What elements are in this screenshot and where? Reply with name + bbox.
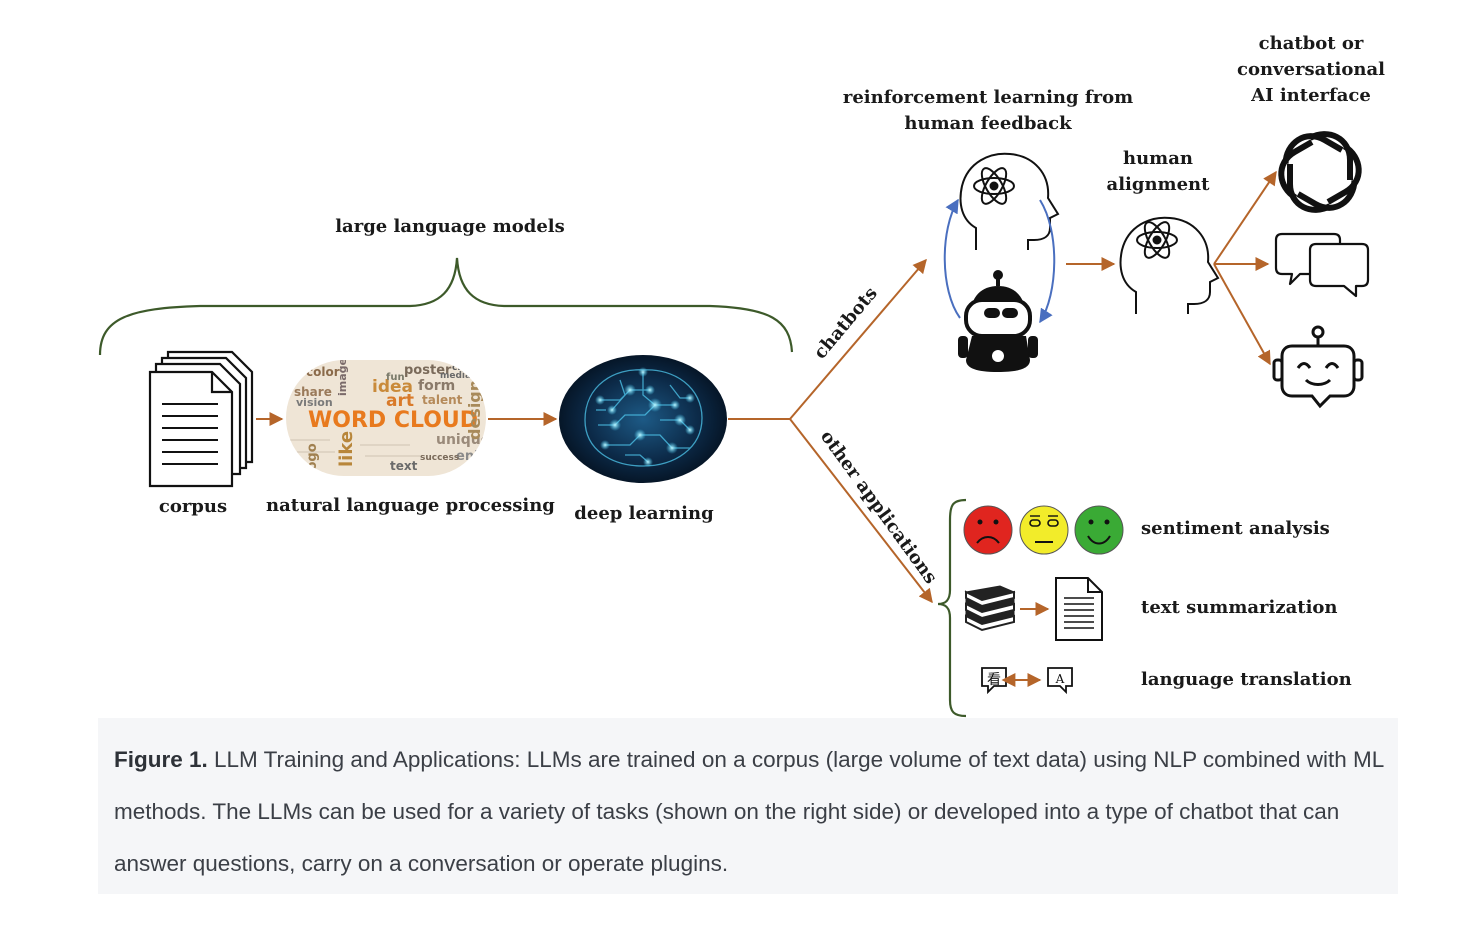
rlhf-label-line1: reinforcement learning from	[842, 87, 1134, 108]
rlhf-label-line2: human feedback	[904, 113, 1072, 134]
word-cloud-word: creative	[452, 363, 493, 373]
word-cloud-word: image	[336, 358, 349, 396]
word-cloud-word: talent	[422, 393, 463, 407]
llm-label: large language models	[335, 216, 565, 237]
word-cloud-title: WORD CLOUD	[308, 408, 478, 433]
summarization-label: text summarization	[1141, 597, 1338, 618]
alignment-human-head-icon	[1119, 216, 1220, 314]
alignment-label-line2: alignment	[1106, 174, 1210, 195]
word-cloud-word: art	[386, 391, 414, 411]
diagram-canvas: color idea poster media creative share a…	[98, 131, 1370, 718]
word-cloud-word: success	[420, 453, 459, 463]
figure-caption-text: LLM Training and Applications: LLMs are …	[114, 747, 1384, 876]
word-cloud-word: media	[440, 371, 471, 381]
chatbot-face-icon	[1272, 325, 1364, 409]
word-cloud-word: fun	[386, 372, 405, 383]
summary-document-icon	[1055, 577, 1103, 641]
translation-target-glyph: A	[1055, 672, 1065, 686]
rlhf-human-head-icon	[959, 152, 1060, 250]
robot-icon	[958, 270, 1038, 372]
books-stack-icon	[964, 585, 1016, 632]
deep-learning-brain-icon	[559, 355, 727, 483]
rlhf-loop-right-arrow	[1039, 199, 1056, 324]
nlp-label: natural language processing	[266, 495, 555, 516]
arrow-to-openai-logo	[1213, 170, 1277, 265]
word-cloud-word: like	[336, 431, 357, 467]
rlhf-loop-left-arrow	[943, 198, 961, 319]
arrow-to-other-apps	[789, 418, 933, 604]
chat-bubbles-icon	[1274, 232, 1370, 298]
other-apps-brace	[937, 498, 967, 718]
word-cloud-word: design	[465, 380, 484, 440]
word-cloud-word: enjoy	[456, 449, 496, 464]
word-cloud-word: form	[418, 378, 455, 394]
word-cloud-icon: color idea poster media creative share a…	[286, 358, 496, 476]
deep-learning-label: deep learning	[574, 503, 714, 524]
llm-diagram: color idea poster media creative share a…	[98, 31, 1396, 718]
figure-caption-box: Figure 1. LLM Training and Applications:…	[98, 718, 1398, 894]
word-cloud-word: text	[390, 459, 418, 473]
sad-face-icon	[963, 505, 1013, 555]
word-cloud-word: unique	[436, 432, 490, 448]
neutral-face-icon	[1019, 505, 1069, 555]
arrow-to-chatbot-face	[1213, 263, 1271, 366]
interface-label-line2: conversational	[1237, 59, 1385, 80]
figure-caption: Figure 1. LLM Training and Applications:…	[114, 734, 1384, 890]
sentiment-label: sentiment analysis	[1141, 518, 1330, 539]
translation-source-glyph: 看	[987, 672, 1001, 688]
rlhf-label: reinforcement learning from human feedba…	[838, 85, 1138, 137]
translation-target-bubble-icon	[1047, 667, 1073, 695]
word-cloud-word: color	[306, 365, 340, 379]
figure-label: Figure 1.	[114, 747, 208, 772]
happy-face-icon	[1074, 505, 1124, 555]
translation-label: language translation	[1141, 669, 1352, 690]
word-cloud-word: vision	[296, 396, 333, 409]
alignment-label: human alignment	[1098, 146, 1218, 198]
llm-brace	[98, 257, 794, 356]
corpus-label: corpus	[158, 496, 228, 517]
word-cloud-word: idea	[372, 377, 413, 397]
interface-label: chatbot or conversational AI interface	[1226, 31, 1396, 109]
arrow-to-chatbots	[789, 258, 927, 420]
other-apps-branch-label: other applications	[816, 427, 941, 588]
word-cloud-word: share	[294, 385, 332, 399]
openai-logo-icon	[1278, 131, 1362, 213]
word-cloud-word: poster	[404, 363, 452, 378]
interface-label-line3: AI interface	[1251, 85, 1371, 106]
translation-source-bubble-icon	[981, 667, 1007, 695]
interface-label-line1: chatbot or	[1258, 33, 1364, 54]
word-cloud-word: logo	[305, 443, 320, 475]
alignment-label-line1: human	[1123, 148, 1193, 169]
corpus-documents-icon	[148, 350, 254, 488]
